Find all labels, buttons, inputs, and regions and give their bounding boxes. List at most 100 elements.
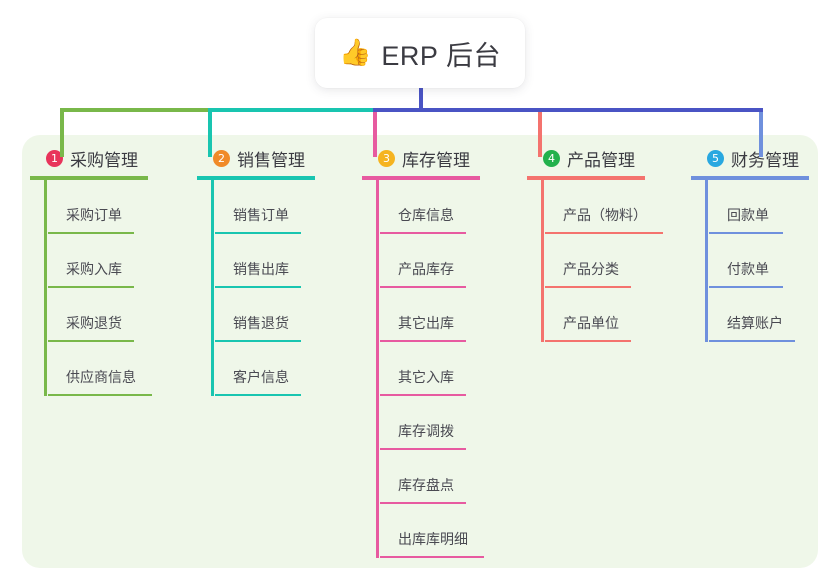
branch-header-rule xyxy=(30,176,148,180)
branch-header-rule xyxy=(197,176,315,180)
branch-leaf-rule xyxy=(48,232,134,234)
branch-leaf-item[interactable]: 产品分类 xyxy=(545,234,645,288)
branch-header[interactable]: 3 库存管理 xyxy=(362,145,480,171)
branch-header[interactable]: 5 财务管理 xyxy=(691,145,809,171)
branch-spine xyxy=(541,180,544,342)
branch-leaf-rule xyxy=(709,340,795,342)
branch-leaf-item[interactable]: 其它入库 xyxy=(380,342,480,396)
branch-leaf-item[interactable]: 采购退货 xyxy=(48,288,148,342)
branch-leaf-label: 产品库存 xyxy=(398,261,454,277)
branch-leaf-rule xyxy=(545,286,631,288)
branch-leaf-label: 产品分类 xyxy=(563,261,619,277)
branch-leaf-label: 产品（物料） xyxy=(563,207,647,223)
branch-leaf-item[interactable]: 销售出库 xyxy=(215,234,315,288)
branch-leaf-label: 仓库信息 xyxy=(398,207,454,223)
branch-leaf-label: 库存盘点 xyxy=(398,477,454,493)
branch-leaf-item[interactable]: 结算账户 xyxy=(709,288,809,342)
branch-header[interactable]: 4 产品管理 xyxy=(527,145,645,171)
branch-leaf-label: 回款单 xyxy=(727,207,769,223)
branch-drop-connector xyxy=(60,112,64,157)
branch-header-rule xyxy=(362,176,480,180)
branch-leaf-rule xyxy=(48,340,134,342)
branch-leaf-item[interactable]: 库存盘点 xyxy=(380,450,480,504)
branch-leaf-label: 销售退货 xyxy=(233,315,289,331)
branch-leaf-item[interactable]: 付款单 xyxy=(709,234,809,288)
branch-leaf-item[interactable]: 采购入库 xyxy=(48,234,148,288)
branch-leaf-item[interactable]: 客户信息 xyxy=(215,342,315,396)
branch-leaf-label: 供应商信息 xyxy=(66,369,136,385)
branch-leaf-label: 库存调拨 xyxy=(398,423,454,439)
branch-leaf-item[interactable]: 采购订单 xyxy=(48,180,148,234)
branch-leaf-label: 采购订单 xyxy=(66,207,122,223)
branch-leaf-label: 客户信息 xyxy=(233,369,289,385)
branch-leaf-item[interactable]: 产品（物料） xyxy=(545,180,663,234)
branch-leaf-item[interactable]: 销售退货 xyxy=(215,288,315,342)
branch-leaf-item[interactable]: 销售订单 xyxy=(215,180,315,234)
branch-leaf-rule xyxy=(709,232,783,234)
branch-leaf-item[interactable]: 回款单 xyxy=(709,180,809,234)
branch-leaf-label: 其它出库 xyxy=(398,315,454,331)
branch-leaf-item[interactable]: 库存调拨 xyxy=(380,396,480,450)
branch-spine xyxy=(376,180,379,558)
branch-drop-connector xyxy=(373,112,377,157)
bus-segment xyxy=(373,108,763,112)
bus-segment xyxy=(60,108,208,112)
branch-leaf-rule xyxy=(48,286,134,288)
thumbs-up-icon: 👍 xyxy=(339,38,372,68)
branch-header-rule xyxy=(691,176,809,180)
branch-leaf-rule xyxy=(545,232,663,234)
branch-leaf-rule xyxy=(215,286,301,288)
branch-leaf-rule xyxy=(380,340,466,342)
branch-drop-connector xyxy=(538,112,542,157)
branch-spine xyxy=(705,180,708,342)
branch-body: 销售订单销售出库销售退货客户信息 xyxy=(197,180,315,396)
branch-leaf-rule xyxy=(215,340,301,342)
branch-leaf-rule xyxy=(545,340,631,342)
branch-title: 产品管理 xyxy=(567,150,635,170)
branch-header-rule xyxy=(527,176,645,180)
branch-leaf-label: 产品单位 xyxy=(563,315,619,331)
branch-body: 产品（物料） 产品分类产品单位 xyxy=(527,180,663,342)
branch-column-3: 3 库存管理仓库信息产品库存其它出库其它入库库存调拨库存盘点出库库明细 xyxy=(362,145,484,558)
branch-leaf-rule xyxy=(48,394,152,396)
branch-leaf-item[interactable]: 出库库明细 xyxy=(380,504,484,558)
branch-leaf-item[interactable]: 产品库存 xyxy=(380,234,480,288)
branch-spine xyxy=(44,180,47,396)
branch-number-badge: 4 xyxy=(543,149,560,167)
branch-leaf-rule xyxy=(380,286,466,288)
branch-leaf-item[interactable]: 供应商信息 xyxy=(48,342,152,396)
branch-leaf-rule xyxy=(709,286,783,288)
branch-body: 仓库信息产品库存其它出库其它入库库存调拨库存盘点出库库明细 xyxy=(362,180,484,558)
branch-leaf-label: 其它入库 xyxy=(398,369,454,385)
root-node[interactable]: 👍 ERP 后台 xyxy=(315,18,525,88)
branch-leaf-rule xyxy=(380,232,466,234)
branch-leaf-rule xyxy=(380,394,466,396)
branch-column-4: 4 产品管理产品（物料） 产品分类产品单位 xyxy=(527,145,663,342)
root-node-label: ERP 后台 xyxy=(381,40,501,71)
branch-spine xyxy=(211,180,214,396)
branch-leaf-rule xyxy=(380,448,466,450)
branch-leaf-rule xyxy=(215,232,301,234)
branch-leaf-label: 采购入库 xyxy=(66,261,122,277)
branch-title: 库存管理 xyxy=(402,150,470,170)
branch-leaf-rule xyxy=(380,556,484,558)
branch-body: 采购订单采购入库采购退货供应商信息 xyxy=(30,180,152,396)
branch-leaf-label: 结算账户 xyxy=(727,315,783,331)
branch-number-badge: 1 xyxy=(46,149,63,167)
root-vertical-connector xyxy=(419,86,423,110)
branch-number-badge: 3 xyxy=(378,149,395,167)
branch-drop-connector xyxy=(208,112,212,157)
branch-body: 回款单付款单结算账户 xyxy=(691,180,809,342)
branch-number-badge: 2 xyxy=(213,149,230,167)
branch-leaf-item[interactable]: 其它出库 xyxy=(380,288,480,342)
branch-leaf-item[interactable]: 产品单位 xyxy=(545,288,645,342)
branch-column-5: 5 财务管理回款单付款单结算账户 xyxy=(691,145,809,342)
branch-leaf-label: 销售订单 xyxy=(233,207,289,223)
bus-segment xyxy=(208,108,373,112)
branch-leaf-item[interactable]: 仓库信息 xyxy=(380,180,480,234)
branch-title: 财务管理 xyxy=(731,150,799,170)
branch-number-badge: 5 xyxy=(707,149,724,167)
branch-leaf-rule xyxy=(380,502,466,504)
